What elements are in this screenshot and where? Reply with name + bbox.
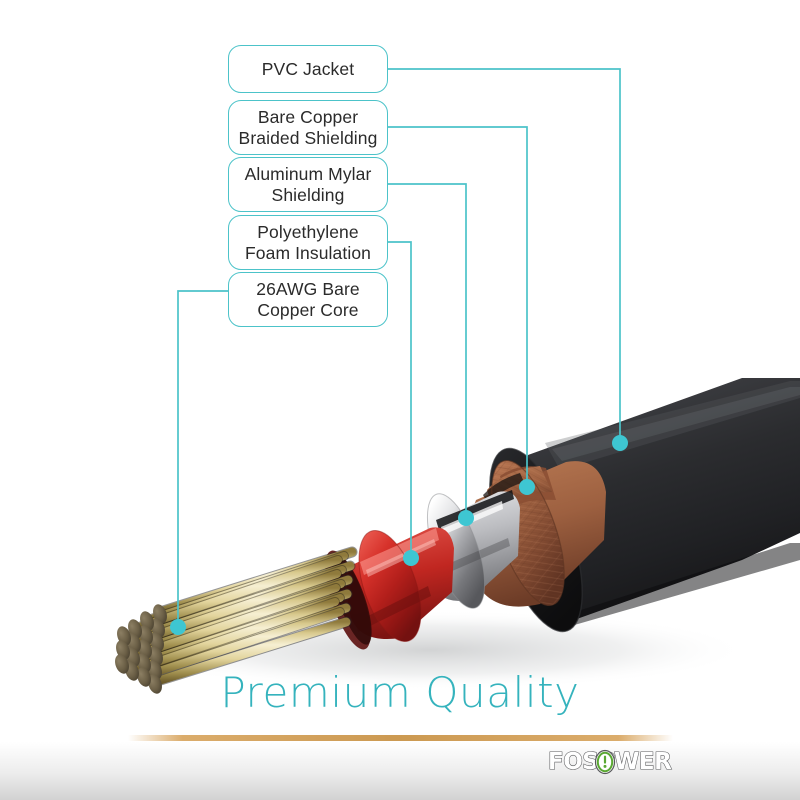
copper-strand-ends [115,604,167,694]
leader-line-bare-copper-braided-shielding [388,126,528,487]
callout-box-aluminum-mylar-shielding: Aluminum Mylar Shielding [228,157,388,212]
anchor-dot-aluminum-mylar-shielding [458,510,474,526]
leader-line-aluminum-mylar-shielding [388,183,467,518]
callout-box-26awg-bare-copper-core: 26AWG Bare Copper Core [228,272,388,327]
anchor-dot-pvc-jacket [612,435,628,451]
callout-leader-lines [177,68,621,627]
logo-outlet-icon [594,749,616,775]
copper-strands [128,546,358,688]
callout-label-bare-copper-braided-shielding: Bare Copper Braided Shielding [238,107,378,148]
leader-line-pvc-jacket [388,68,621,443]
tagline: Premium Quality [220,668,580,717]
cable-layer-polyethylene-foam-insulation [325,527,454,650]
callout-label-26awg-bare-copper-core: 26AWG Bare Copper Core [256,279,360,320]
anchor-dot-bare-copper-braided-shielding [519,479,535,495]
callout-box-pvc-jacket: PVC Jacket [228,45,388,93]
fospower-logo: FOSP WER [548,748,673,775]
leader-line-26awg-bare-copper-core [177,290,228,627]
callout-box-bare-copper-braided-shielding: Bare Copper Braided Shielding [228,100,388,155]
callout-anchor-dots [170,435,628,635]
leader-line-polyethylene-foam-insulation [388,241,412,558]
callout-label-aluminum-mylar-shielding: Aluminum Mylar Shielding [244,164,372,205]
cable-body [115,378,800,694]
callout-label-pvc-jacket: PVC Jacket [261,58,355,79]
callout-label-polyethylene-foam-insulation: Polyethylene Foam Insulation [244,222,371,263]
anchor-dot-polyethylene-foam-insulation [403,550,419,566]
cable-layer-26awg-bare-copper-core [115,546,358,694]
logo-text-suffix: WER [614,749,672,775]
callout-box-polyethylene-foam-insulation: Polyethylene Foam Insulation [228,215,388,270]
anchor-dot-26awg-bare-copper-core [170,619,186,635]
